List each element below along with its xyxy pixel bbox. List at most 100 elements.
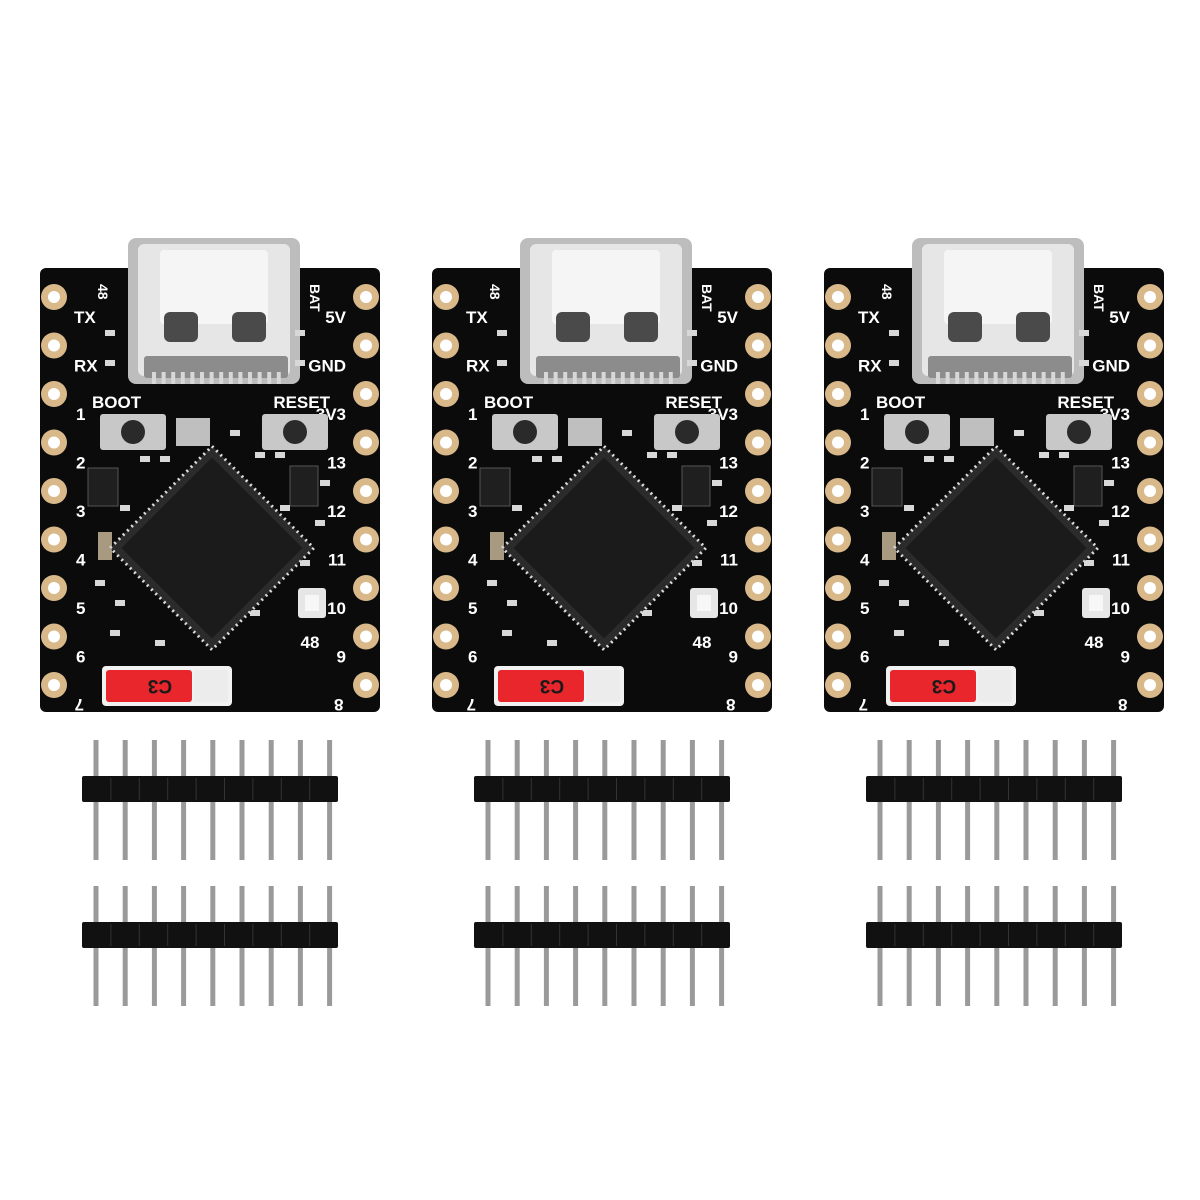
- header-plastic: [82, 776, 338, 802]
- smd-part: [497, 360, 507, 366]
- pin-label: 5: [860, 599, 869, 618]
- pin-label: 7: [859, 695, 868, 714]
- smd-part: [295, 330, 305, 336]
- pin-header-icon: [866, 886, 1122, 1006]
- smd-part: [160, 456, 170, 462]
- header-plastic: [866, 922, 1122, 948]
- header-plastic: [474, 922, 730, 948]
- pin-label: 9: [1121, 648, 1130, 667]
- pin-label: 8: [726, 695, 735, 714]
- smd-part: [707, 520, 717, 526]
- smd-part: [105, 330, 115, 336]
- smd-part: [120, 505, 130, 511]
- regulator: [289, 465, 319, 507]
- header-plastic: [866, 776, 1122, 802]
- top-left-label: 48: [487, 284, 503, 300]
- usb-c-connector-icon: [520, 238, 692, 384]
- mcu-chip-icon: [500, 444, 708, 652]
- header-plastic: [474, 776, 730, 802]
- capacitor: [882, 532, 896, 560]
- top-right-label: BAT: [1091, 284, 1107, 312]
- pin-label: 13: [719, 454, 738, 473]
- smd-part: [1079, 330, 1089, 336]
- antenna-chip-icon: [102, 666, 232, 706]
- regulator: [479, 467, 511, 507]
- chip-label: C3: [540, 675, 564, 696]
- pin-label: RX: [74, 357, 98, 376]
- pin-label: 5V: [1109, 308, 1130, 327]
- pin-label: 3: [76, 502, 85, 521]
- smd-part: [647, 452, 657, 458]
- pin-label: TX: [74, 308, 96, 327]
- header-plastic: [82, 922, 338, 948]
- smd-part: [712, 480, 722, 486]
- smd-part: [105, 360, 115, 366]
- pin-label: RX: [858, 357, 882, 376]
- pin-label: 10: [1111, 599, 1130, 618]
- pin-header-icon: [82, 740, 338, 860]
- pin-label: 5: [76, 599, 85, 618]
- smd-part: [155, 640, 165, 646]
- led-label: 48: [301, 633, 320, 652]
- antenna-chip-icon: [886, 666, 1016, 706]
- usb-c-connector-icon: [912, 238, 1084, 384]
- smd-part: [924, 456, 934, 462]
- led-label: 48: [693, 633, 712, 652]
- top-left-label: 48: [95, 284, 111, 300]
- pin-label: 10: [719, 599, 738, 618]
- pin-label: 13: [1111, 454, 1130, 473]
- smd-part: [95, 580, 105, 586]
- pin-label: 5: [468, 599, 477, 618]
- antenna-chip-icon: [494, 666, 624, 706]
- rgb-led-icon: [690, 588, 718, 618]
- smd-part: [667, 452, 677, 458]
- smd-part: [642, 610, 652, 616]
- top-right-label: BAT: [307, 284, 323, 312]
- regulator: [1073, 465, 1103, 507]
- smd-part: [275, 452, 285, 458]
- pin-label: 5V: [325, 308, 346, 327]
- smd-part: [672, 505, 682, 511]
- boot-label: BOOT: [484, 393, 534, 412]
- pin-label: 3: [468, 502, 477, 521]
- component: [568, 418, 602, 446]
- smd-part: [512, 505, 522, 511]
- reset-label: RESET: [665, 393, 722, 412]
- pin-label: 4: [76, 551, 86, 570]
- pin-label: RX: [466, 357, 490, 376]
- smd-part: [315, 520, 325, 526]
- pin-label: 10: [327, 599, 346, 618]
- smd-part: [1064, 505, 1074, 511]
- smd-part: [692, 560, 702, 566]
- boot-button-icon: [492, 414, 558, 450]
- smd-part: [1014, 430, 1024, 436]
- pin-label: 11: [1112, 551, 1130, 570]
- led-label: 48: [1085, 633, 1104, 652]
- pin-label: 12: [719, 502, 738, 521]
- smd-part: [552, 456, 562, 462]
- pin-header-icon: [474, 886, 730, 1006]
- pin-label: 1: [76, 405, 85, 424]
- pin-label: 6: [860, 648, 869, 667]
- smd-part: [320, 480, 330, 486]
- smd-part: [300, 560, 310, 566]
- usb-c-connector-icon: [128, 238, 300, 384]
- smd-part: [687, 360, 697, 366]
- smd-part: [939, 640, 949, 646]
- chip-label: C3: [932, 675, 956, 696]
- pin-label: 9: [729, 648, 738, 667]
- pin-label: 7: [467, 695, 476, 714]
- smd-part: [502, 630, 512, 636]
- smd-part: [1039, 452, 1049, 458]
- smd-part: [879, 580, 889, 586]
- smd-part: [1104, 480, 1114, 486]
- pin-label: 2: [468, 454, 477, 473]
- reset-button-icon: [654, 414, 720, 450]
- pin-label: 1: [860, 405, 869, 424]
- mcu-chip-icon: [108, 444, 316, 652]
- pin-label: 2: [860, 454, 869, 473]
